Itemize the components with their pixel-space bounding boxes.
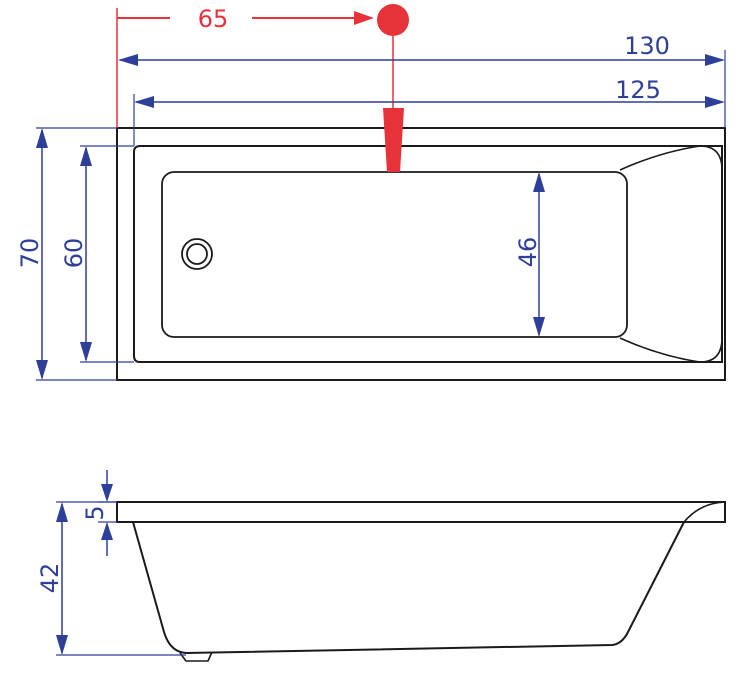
side-view-rim [116, 501, 726, 523]
top-view-inner-tub [133, 145, 723, 363]
overall-length-arrow-right [705, 54, 725, 66]
inner-width-label: 60 [60, 238, 88, 269]
basin-width-label: 46 [514, 237, 542, 268]
tap-position-dot [377, 4, 409, 36]
drain-inner [186, 243, 208, 265]
top-view-outer-rim [116, 127, 726, 381]
basin-width-dimension: 46 [514, 172, 545, 337]
top-view-head-rest [619, 145, 723, 363]
depth-arrow-top [56, 502, 68, 522]
rim-thickness-dimension: 5 [81, 470, 117, 556]
inner-length-arrow-right [705, 96, 725, 108]
inner-length-dimension: 125 [133, 76, 725, 146]
basin-width-arrow-bottom [533, 317, 545, 337]
tap-arrow-head [354, 11, 374, 25]
tap-spout-icon [383, 108, 404, 172]
side-view-feet [179, 651, 213, 662]
depth-dimension: 42 [36, 501, 186, 656]
overall-width-arrow-bottom [36, 360, 48, 380]
depth-label: 42 [36, 563, 64, 594]
inner-length-arrow-left [134, 96, 154, 108]
inner-width-arrow-bottom [80, 342, 92, 362]
inner-width-arrow-top [80, 146, 92, 166]
tap-marker: 65 [116, 4, 409, 172]
drain-outer [181, 238, 213, 270]
top-view [116, 127, 726, 381]
side-view-tub-body [132, 521, 685, 655]
rim-thickness-arrow-bottom [101, 522, 113, 540]
rim-thickness-arrow-top [101, 484, 113, 502]
tap-offset-label: 65 [198, 5, 229, 33]
overall-length-arrow-left [118, 54, 138, 66]
side-view-head-curve [683, 501, 726, 523]
inner-width-dimension: 60 [60, 145, 134, 363]
overall-width-label: 70 [16, 238, 44, 269]
rim-thickness-label: 5 [81, 505, 109, 520]
side-view [116, 501, 726, 662]
top-view-basin [161, 171, 628, 338]
overall-length-dimension: 130 [118, 32, 726, 128]
overall-width-dimension: 70 [16, 127, 117, 381]
overall-width-arrow-top [36, 128, 48, 148]
overall-length-label: 130 [624, 32, 670, 60]
depth-arrow-bottom [56, 635, 68, 655]
inner-length-label: 125 [615, 76, 661, 104]
basin-width-arrow-top [533, 172, 545, 192]
